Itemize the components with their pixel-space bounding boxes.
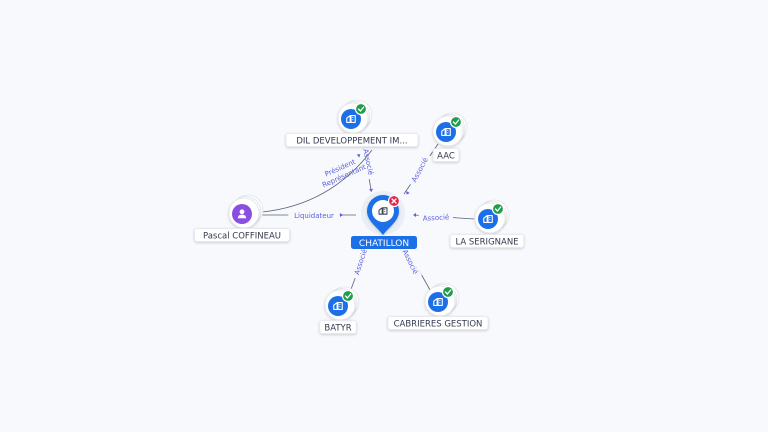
active-check-icon (354, 102, 368, 116)
building-icon (441, 128, 451, 136)
node-batyr[interactable]: BATYR (319, 286, 360, 334)
edge-arrow (369, 188, 373, 192)
node-label: BATYR (319, 320, 357, 334)
building-icon (433, 298, 443, 306)
edge-arrow (340, 213, 343, 217)
node-cabrieres[interactable]: CABRIERES GESTION (387, 282, 489, 330)
edge-label: Associé (353, 248, 369, 276)
active-check-icon (441, 285, 455, 299)
node-label: CABRIERES GESTION (387, 316, 489, 330)
node-label: AAC (432, 148, 460, 162)
edge-label-bg (399, 244, 422, 279)
building-icon (333, 302, 343, 310)
nodes-layer: DIL DEVELOPPEMENT IM... AAC LA SERIGNANE CA… (194, 99, 525, 334)
node-center-chatillon[interactable]: CHATILLON (351, 191, 417, 249)
svg-text:LA SERIGNANE: LA SERIGNANE (455, 238, 518, 248)
person-icon (237, 209, 247, 219)
edge-serignane-chatillon[interactable]: Associé (413, 212, 475, 223)
building-icon (346, 115, 356, 123)
node-dil[interactable]: DIL DEVELOPPEMENT IM... (285, 99, 419, 147)
edge-arrow (413, 213, 416, 217)
edge-label: Associé (423, 213, 450, 222)
svg-text:Pascal COFFINEAU: Pascal COFFINEAU (203, 232, 281, 242)
edge-pascal-chatillon[interactable]: Liquidateur (262, 211, 356, 220)
svg-text:BATYR: BATYR (324, 324, 351, 334)
edge-label-bg (418, 212, 454, 222)
edge-line (261, 149, 373, 213)
center-label-bg (351, 236, 417, 249)
edge-label-bg (288, 211, 340, 219)
svg-text:CABRIERES GESTION: CABRIERES GESTION (394, 320, 483, 330)
building-icon (483, 215, 493, 223)
edge-label-bg (407, 152, 431, 187)
edge-label-bg (361, 144, 377, 180)
node-aac[interactable]: AAC (432, 112, 468, 162)
active-check-icon (449, 115, 463, 129)
active-check-icon (341, 289, 355, 303)
edge-label: Associé (401, 248, 420, 275)
node-label: LA SERIGNANE (449, 234, 525, 248)
edge-arrow (406, 191, 410, 195)
edge-label: Associé (410, 156, 429, 183)
node-label: Pascal COFFINEAU (194, 228, 290, 242)
closed-x-icon (387, 194, 401, 208)
node-label: DIL DEVELOPPEMENT IM... (285, 133, 419, 147)
center-label: CHATILLON (359, 239, 409, 249)
edge-label-bg (350, 244, 370, 280)
svg-text:AAC: AAC (437, 152, 455, 162)
active-check-icon (491, 202, 505, 216)
edge-label: Liquidateur (294, 212, 334, 220)
svg-text:DIL DEVELOPPEMENT IM...: DIL DEVELOPPEMENT IM... (296, 137, 407, 147)
node-serignane[interactable]: LA SERIGNANE (449, 199, 525, 248)
node-pascal[interactable]: Pascal COFFINEAU (194, 194, 290, 242)
edge-arrow (356, 154, 361, 158)
building-icon (378, 207, 388, 215)
